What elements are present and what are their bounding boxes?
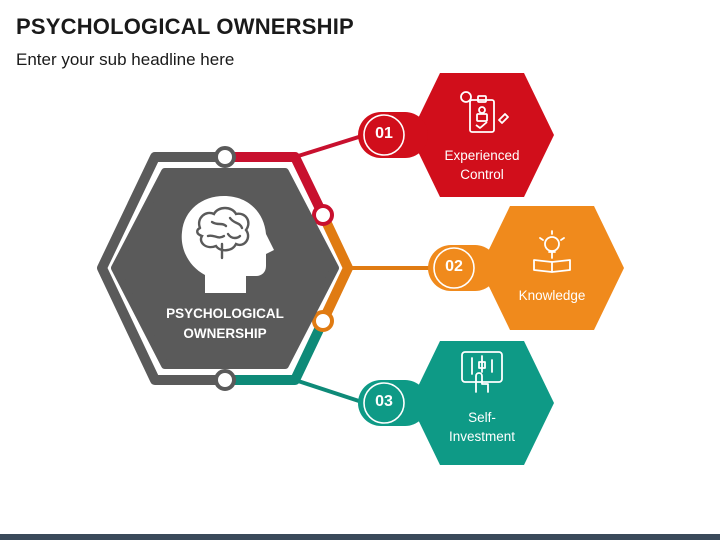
page-subtitle: Enter your sub headline here	[16, 50, 235, 69]
ring-gray-segment	[97, 152, 225, 385]
investment-tablet-icon	[461, 351, 503, 393]
ring-node-bottom	[214, 369, 236, 391]
connector-03	[294, 378, 366, 405]
ring-node-orange	[312, 310, 334, 332]
item-01-label-line2: Control	[460, 167, 504, 182]
ring-node-red	[312, 204, 334, 226]
item-03-number: 03	[375, 393, 393, 410]
center-label-line1: PSYCHOLOGICAL	[166, 306, 284, 321]
item-01-number-circle	[363, 114, 405, 156]
item-01-hexagon	[410, 73, 554, 197]
item-01-label: Experienced Control	[432, 146, 532, 184]
connector-01	[294, 133, 366, 159]
item-02-number: 02	[445, 258, 463, 275]
item-02-number-circle	[433, 247, 475, 289]
item-02-label: Knowledge	[502, 286, 602, 305]
item-03-hexagon	[410, 341, 554, 465]
footer-bar	[0, 534, 720, 540]
control-checklist-icon	[460, 91, 509, 133]
item-03-label-line1: Self-	[468, 410, 496, 425]
ring-node-top	[214, 146, 236, 168]
item-03-label-line2: Investment	[448, 429, 516, 444]
item-02-label-line1: Knowledge	[518, 288, 586, 303]
center-label-line2: OWNERSHIP	[183, 326, 267, 341]
item-03-number-circle	[363, 382, 405, 424]
center-label: PSYCHOLOGICAL OWNERSHIP	[150, 304, 300, 344]
item-01-number: 01	[375, 125, 393, 142]
page-title: PSYCHOLOGICAL OWNERSHIP	[16, 14, 354, 39]
item-01-label-line1: Experienced	[444, 148, 520, 163]
head-brain-icon	[181, 196, 274, 293]
lightbulb-book-icon	[533, 230, 571, 273]
item-03-label: Self- Investment	[432, 408, 532, 446]
